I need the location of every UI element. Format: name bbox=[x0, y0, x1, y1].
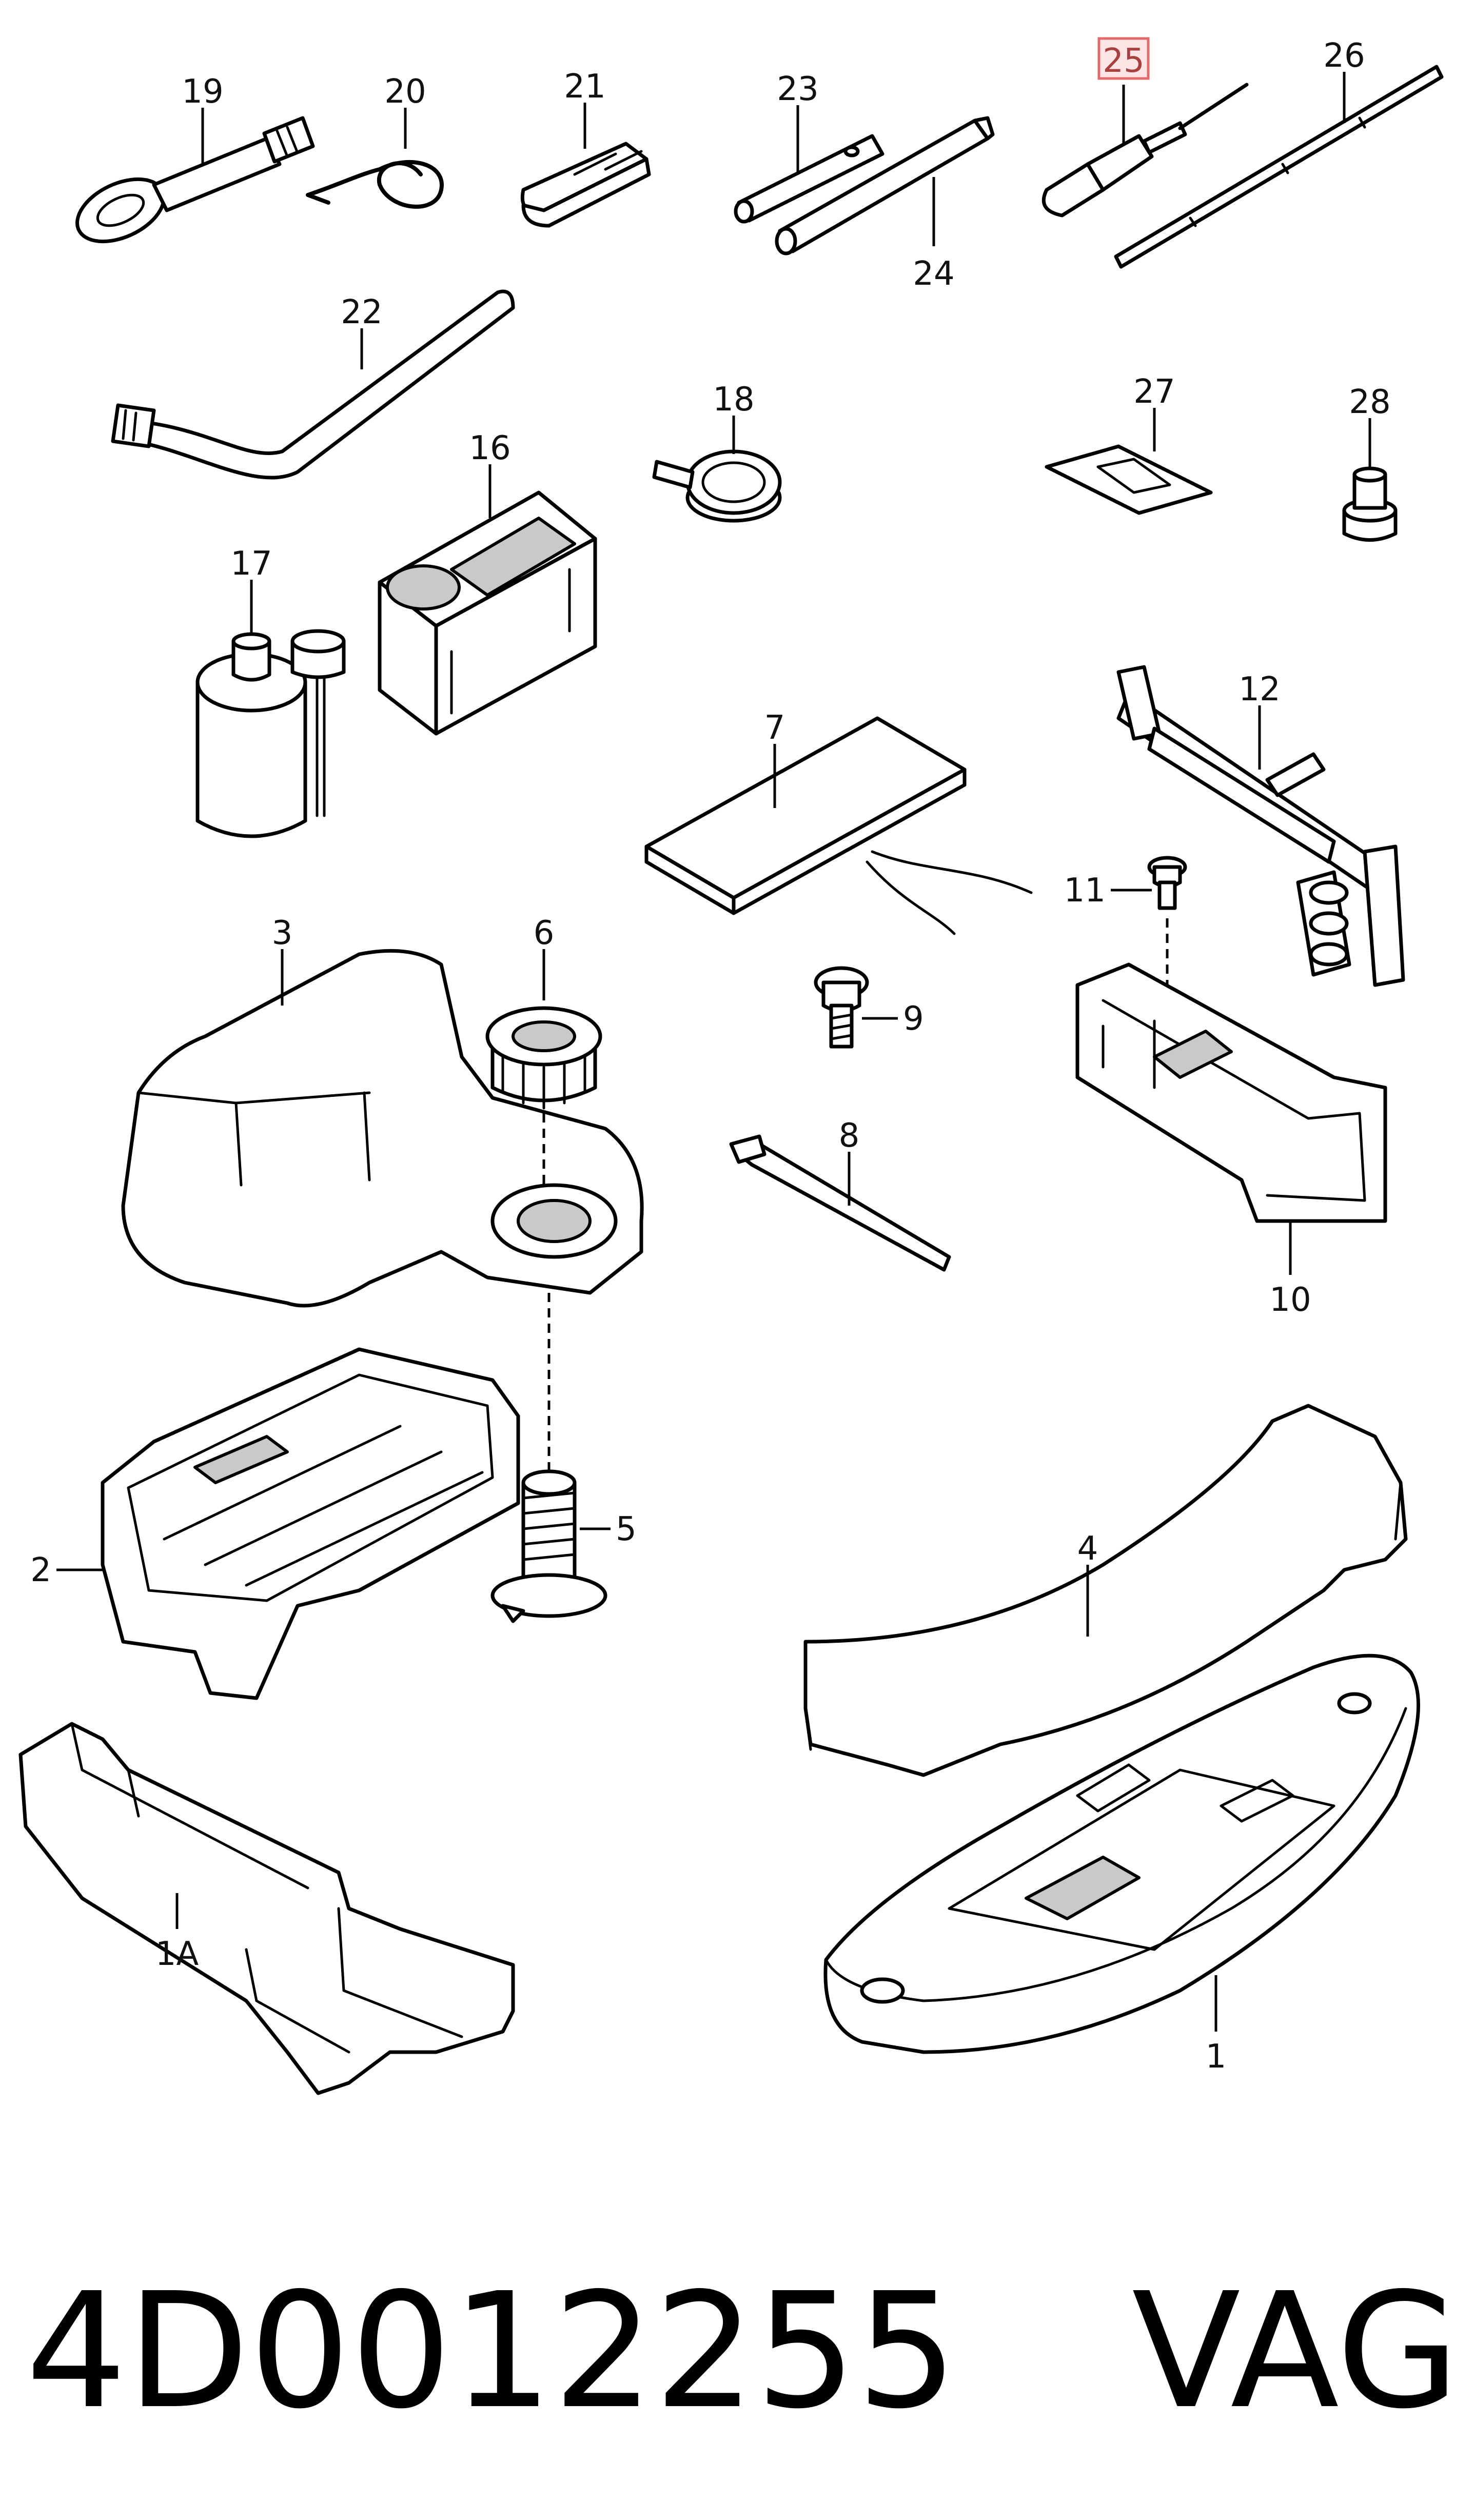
part-25-screwdriver bbox=[1041, 83, 1249, 218]
part-1A-holder bbox=[18, 1722, 515, 2095]
part-5-bolt bbox=[490, 1469, 607, 1623]
callout-27: 27 bbox=[1133, 373, 1175, 411]
part-24-rod bbox=[775, 116, 995, 255]
callout-labels: 19 20 21 23 25 26 22 24 18 27 28 16 17 1… bbox=[30, 37, 1390, 2076]
part-21-clip bbox=[520, 142, 651, 228]
part-1-base-tray bbox=[823, 1653, 1421, 2054]
part-12-jack bbox=[1116, 665, 1405, 987]
callout-4: 4 bbox=[1077, 1530, 1098, 1568]
part-16-compressor bbox=[378, 490, 597, 736]
part-3-cover bbox=[121, 949, 644, 1308]
part-10-jack-holder bbox=[1075, 962, 1387, 1223]
part-22-wheel-brace bbox=[111, 289, 515, 480]
part-23-pin bbox=[734, 134, 885, 224]
callout-18: 18 bbox=[713, 381, 754, 419]
part-number: 4D0012255 bbox=[26, 2259, 958, 2444]
callout-7: 7 bbox=[764, 709, 785, 747]
callout-1A: 1A bbox=[155, 1935, 199, 1973]
callout-9: 9 bbox=[903, 1000, 924, 1038]
callout-24: 24 bbox=[913, 255, 954, 293]
callout-19: 19 bbox=[182, 73, 223, 111]
part-19-towing-eye bbox=[75, 116, 315, 244]
brand-label: VAG bbox=[1132, 2259, 1460, 2444]
part-11-screw bbox=[1147, 856, 1187, 910]
part-18-pressure-gauge bbox=[652, 449, 782, 523]
callout-23: 23 bbox=[777, 70, 818, 108]
callout-8: 8 bbox=[839, 1117, 860, 1155]
part-4-foam-insert bbox=[803, 1404, 1408, 1777]
callout-16: 16 bbox=[469, 429, 510, 467]
callout-5: 5 bbox=[616, 1510, 637, 1548]
callout-10: 10 bbox=[1269, 1281, 1311, 1319]
callout-20: 20 bbox=[384, 73, 426, 111]
callout-12: 12 bbox=[1239, 671, 1280, 708]
callout-25-highlight bbox=[1097, 37, 1150, 80]
callout-1: 1 bbox=[1206, 2038, 1227, 2076]
part-20-spring-clip bbox=[306, 160, 444, 209]
part-6-knob bbox=[485, 1006, 602, 1110]
callout-17: 17 bbox=[230, 545, 272, 583]
part-8-cable-tie bbox=[729, 1134, 951, 1272]
callout-3: 3 bbox=[272, 914, 293, 952]
callout-25: 25 bbox=[1103, 42, 1144, 80]
callout-11: 11 bbox=[1064, 872, 1106, 910]
part-28-adaptor bbox=[1342, 466, 1398, 542]
part-2-tray bbox=[101, 1347, 520, 1700]
part-27-plate bbox=[1045, 444, 1213, 515]
part-17-sealant-bottle bbox=[195, 629, 346, 838]
part-7-pad bbox=[644, 716, 1033, 935]
callout-21: 21 bbox=[564, 68, 605, 106]
callout-28: 28 bbox=[1349, 383, 1390, 421]
callout-2: 2 bbox=[30, 1551, 51, 1589]
callout-6: 6 bbox=[534, 914, 555, 952]
part-26-long-rod bbox=[1114, 65, 1444, 269]
part-9-screw bbox=[814, 966, 869, 1049]
callout-26: 26 bbox=[1323, 37, 1365, 75]
callout-22: 22 bbox=[341, 293, 382, 331]
